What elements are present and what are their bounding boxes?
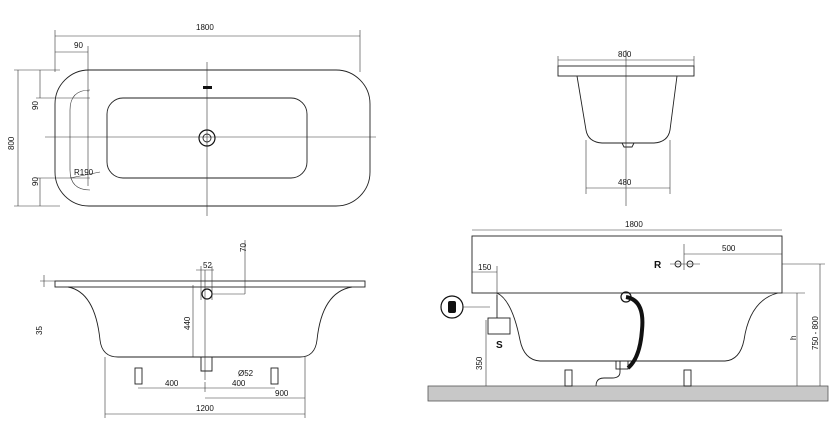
dim-rim-left-lower-label: 90 (31, 177, 40, 186)
dim-1200-label: 1200 (196, 404, 214, 413)
rim-curve (69, 89, 91, 191)
dim-35-label: 35 (35, 326, 44, 335)
dim-400-left-label: 400 (165, 379, 179, 388)
drain-diameter-label: Ø52 (238, 369, 254, 378)
side-basin (67, 286, 353, 358)
tub-outer-outline (54, 69, 371, 207)
dim-440-label: 440 (183, 316, 192, 330)
side-rim (54, 280, 366, 288)
end-view: 800 480 (557, 50, 695, 206)
side-view-right: 1800 500 R 150 S 350 (427, 220, 829, 402)
label-s: S (496, 340, 503, 351)
foot-icon (270, 367, 279, 385)
foot-icon (564, 369, 573, 387)
dim-rim-top-label: 90 (74, 41, 83, 50)
siphon-symbol-inner-icon (448, 301, 456, 313)
tub-apron (471, 235, 783, 294)
overflow-icon (620, 291, 632, 303)
drain-fitting (615, 360, 629, 370)
dim-width-label: 1800 (196, 23, 214, 32)
end-drain (621, 142, 635, 148)
floor (427, 385, 829, 402)
foot-icon (134, 367, 143, 385)
dim-400-right-label: 400 (232, 379, 246, 388)
overflow-hose (625, 295, 645, 370)
dim-70-label: 70 (239, 243, 248, 252)
height-range-label: 750 - 800 (811, 316, 820, 350)
top-view: 1800 90 800 90 90 R190 (7, 23, 376, 216)
overflow-icon (203, 86, 212, 89)
leader-line (69, 171, 101, 179)
end-bottom-width-label: 480 (618, 178, 632, 187)
end-top-width-label: 800 (618, 50, 632, 59)
siphon-box (487, 317, 511, 335)
dim-height-label: 800 (7, 136, 16, 150)
label-r: R (654, 260, 662, 271)
installed-basin (496, 292, 779, 362)
overflow-icon (201, 288, 213, 300)
dim-500-label: 500 (722, 244, 736, 253)
dim-900-label: 900 (275, 389, 289, 398)
side-view-left: 70 52 440 35 Ø52 400 400 900 1200 (35, 240, 366, 418)
drain-pipe (200, 357, 213, 372)
dim-350-label: 350 (475, 356, 484, 370)
dim-150-label: 150 (478, 263, 492, 272)
dim-52-label: 52 (203, 261, 212, 270)
dim-length-label: 1800 (625, 220, 643, 229)
drain-trap (595, 361, 621, 387)
drain-inner-icon (202, 133, 212, 143)
foot-icon (683, 369, 692, 387)
dim-rim-left-upper-label: 90 (31, 101, 40, 110)
label-h: h (789, 336, 798, 340)
drain-icon (198, 129, 216, 147)
dim-radius-label: R190 (74, 168, 94, 177)
end-basin (576, 75, 678, 144)
